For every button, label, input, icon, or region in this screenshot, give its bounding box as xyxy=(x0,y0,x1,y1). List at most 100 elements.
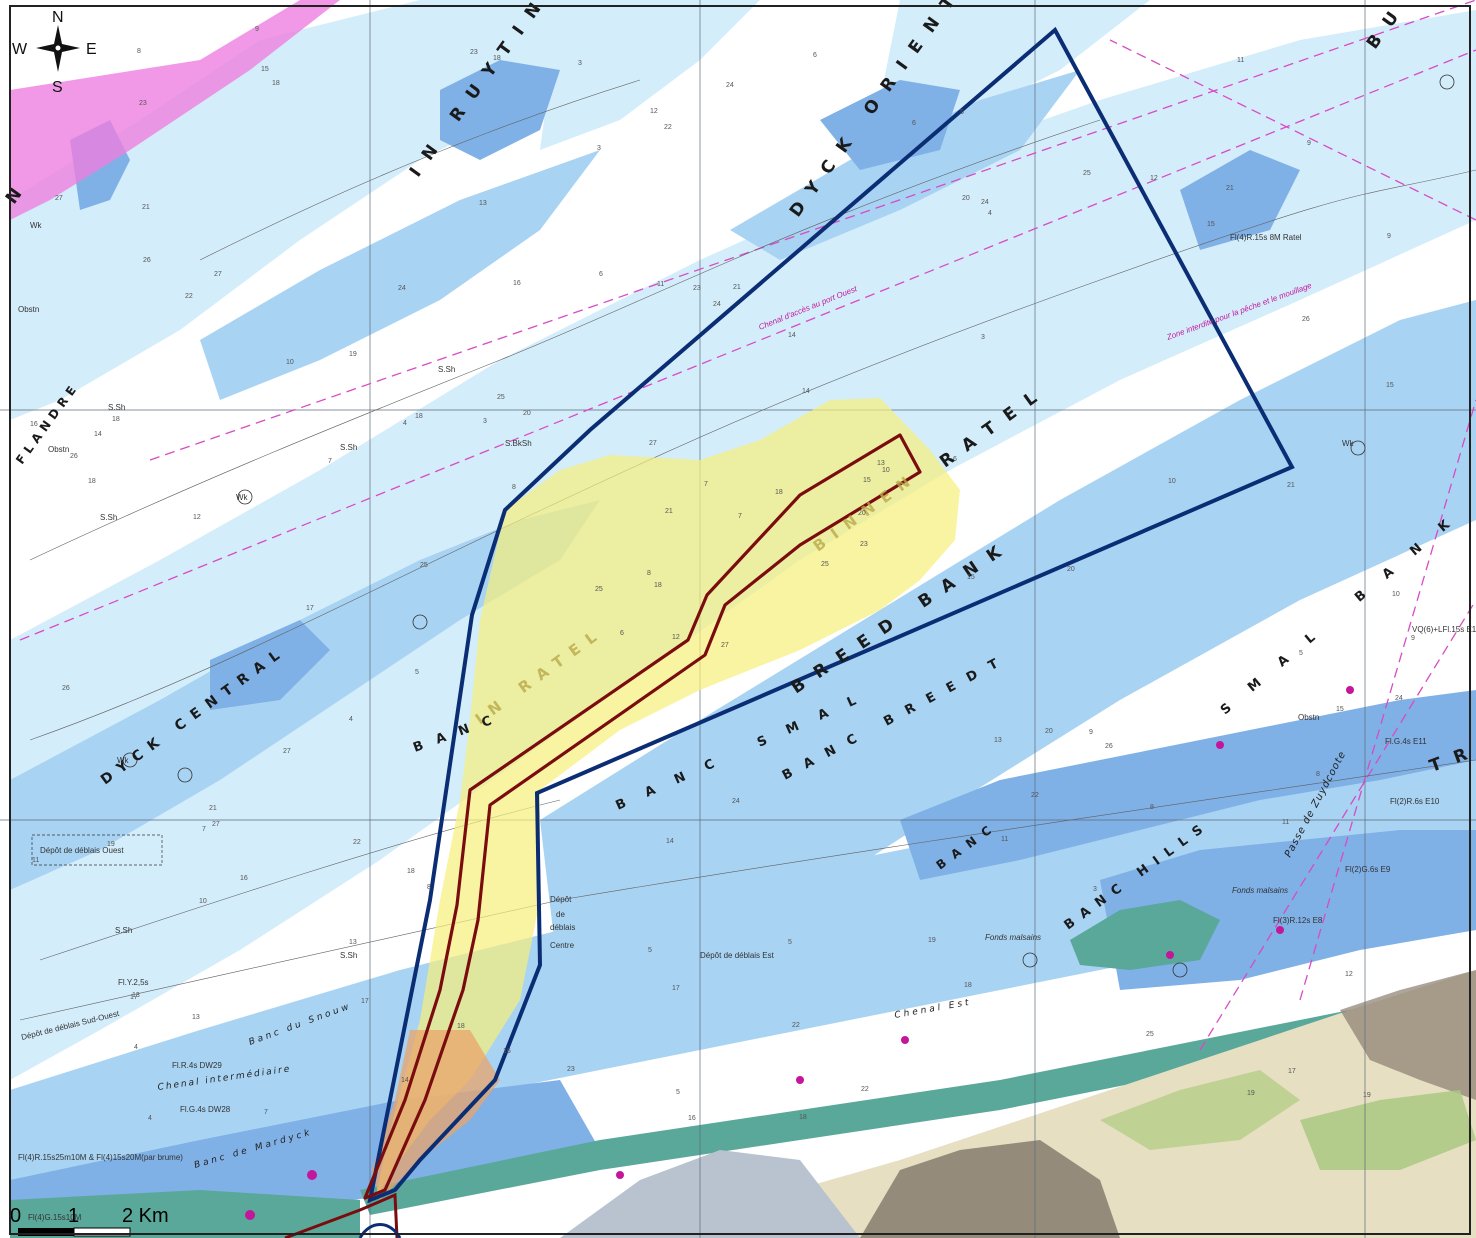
depth-sounding: 20 xyxy=(962,195,970,202)
depth-sounding: 24 xyxy=(713,301,721,308)
compass-west: W xyxy=(12,41,28,58)
compass-center-icon xyxy=(54,44,62,52)
note-fl-r-ratel: Fl(4)R.15s 8M Ratel xyxy=(1230,233,1302,242)
depth-sounding: 24 xyxy=(398,285,406,292)
buoy-markers xyxy=(245,686,1354,1220)
restricted-area-magenta xyxy=(10,0,340,220)
depth-sounding: 24 xyxy=(1395,695,1403,702)
depth-sounding: 6 xyxy=(953,456,957,463)
depth-sounding: 18 xyxy=(407,868,415,875)
note-depot-centre-1: Dépôt xyxy=(550,895,572,904)
depth-sounding: 18 xyxy=(272,80,280,87)
depth-sounding: 6 xyxy=(599,271,603,278)
note-obstn-3: Obstn xyxy=(1298,713,1319,722)
depth-sounding: 18 xyxy=(415,413,423,420)
depth-sounding: 13 xyxy=(877,460,885,467)
note-fonds-malsains-2: Fonds malsains xyxy=(1232,886,1288,895)
depth-sounding: 12 xyxy=(672,634,680,641)
depth-sounding: 15 xyxy=(863,477,871,484)
depth-sounding: 7 xyxy=(328,458,332,465)
depth-sounding: 17 xyxy=(361,998,369,1005)
depth-sounding: 17 xyxy=(1288,1068,1296,1075)
note-ssh-2: S.Sh xyxy=(438,365,455,374)
port-outline xyxy=(284,1192,399,1238)
depth-sounding: 3 xyxy=(981,334,985,341)
note-light-bottom: Fl(4)R.15s25m10M & Fl(4)15s20M(par brume… xyxy=(18,1153,183,1162)
depth-sounding: 24 xyxy=(726,82,734,89)
note-flg4s: Fl.G.4s E11 xyxy=(1385,737,1427,746)
depth-sounding: 4 xyxy=(148,1115,152,1122)
note-fly25s: Fl.Y.2,5s xyxy=(118,978,149,987)
note-light-bottom-2: Fl(4)G.15s10M xyxy=(28,1213,82,1222)
compass-south: S xyxy=(52,79,63,96)
compass-east: E xyxy=(86,41,97,58)
depth-sounding: 10 xyxy=(882,467,890,474)
depth-sounding: 3 xyxy=(578,60,582,67)
depth-sounding: 23 xyxy=(139,100,147,107)
depth-sounding: 5 xyxy=(788,939,792,946)
depth-sounding: 3 xyxy=(597,145,601,152)
depth-sounding: 18 xyxy=(775,489,783,496)
depth-sounding: 20 xyxy=(858,510,866,517)
depth-sounding: 9 xyxy=(1307,140,1311,147)
depth-sounding: 16 xyxy=(30,421,38,428)
depth-sounding: 12 xyxy=(1150,175,1158,182)
drying-area xyxy=(10,900,1476,1238)
depth-sounding: 16 xyxy=(503,1048,511,1055)
depth-sounding: 13 xyxy=(994,737,1002,744)
note-fl2r6s: Fl(2)R.6s E10 xyxy=(1390,797,1440,806)
depth-sounding: 21 xyxy=(1226,185,1234,192)
note-depot-centre-4: Centre xyxy=(550,941,575,950)
depth-sounding: 15 xyxy=(261,66,269,73)
depth-sounding: 7 xyxy=(704,481,708,488)
depth-sounding: 18 xyxy=(799,1114,807,1121)
depth-sounding: 22 xyxy=(792,1022,800,1029)
depth-sounding: 8 xyxy=(512,484,516,491)
depth-sounding: 22 xyxy=(353,839,361,846)
depth-sounding: 8 xyxy=(1316,771,1320,778)
depth-soundings: 2722181315852124251819129637111416204172… xyxy=(30,26,1415,1122)
depth-sounding: 8 xyxy=(1150,804,1154,811)
note-depot-centre-2: de xyxy=(556,910,565,919)
map-frame xyxy=(9,5,1471,1235)
project-highlight-zone xyxy=(375,398,960,1200)
note-ssh-5: S.Sh xyxy=(115,926,132,935)
depth-sounding: 6 xyxy=(912,120,916,127)
depth-sounding: 20 xyxy=(1067,566,1075,573)
note-obstn-1: Obstn xyxy=(18,305,39,314)
depth-sounding: 18 xyxy=(88,478,96,485)
depth-sounding: 18 xyxy=(112,416,120,423)
depth-sounding: 26 xyxy=(1302,316,1310,323)
study-zone-outline xyxy=(367,26,1295,1204)
scale-label-start: 0 xyxy=(10,1205,21,1227)
depth-sounding: 6 xyxy=(620,630,624,637)
note-depot-ouest: Dépôt de déblais Ouest xyxy=(40,846,124,855)
depth-sounding: 4 xyxy=(988,210,992,217)
note-vq: VQ(6)+LFl.15s E12 xyxy=(1412,625,1476,634)
depth-sounding: 19 xyxy=(107,841,115,848)
depth-sounding: 15 xyxy=(1336,706,1344,713)
project-highlight-zone-orange xyxy=(372,1030,500,1200)
depth-sounding: 14 xyxy=(802,388,810,395)
depth-sounding: 21 xyxy=(733,284,741,291)
depth-sounding: 26 xyxy=(1105,743,1113,750)
depth-sounding: 4 xyxy=(134,1044,138,1051)
note-depot-est: Dépôt de déblais Est xyxy=(700,951,775,960)
depth-sounding: 23 xyxy=(860,541,868,548)
scale-bar-light xyxy=(73,1227,131,1237)
note-flr4s: Fl.R.4s DW29 xyxy=(172,1061,222,1070)
depth-area-mid-blue xyxy=(10,70,1476,1210)
note-ssh-1: S.Sh xyxy=(108,403,125,412)
note-flg4s-b: Fl.G.4s DW28 xyxy=(180,1105,231,1114)
depth-sounding: 10 xyxy=(1168,478,1176,485)
note-obstn-2: Obstn xyxy=(48,445,69,454)
depth-sounding: 25 xyxy=(1146,1031,1154,1038)
depth-sounding: 17 xyxy=(672,985,680,992)
depth-sounding: 25 xyxy=(497,394,505,401)
depth-sounding: 23 xyxy=(693,285,701,292)
depth-sounding: 11 xyxy=(657,281,664,288)
scale-bar-dark xyxy=(18,1228,74,1236)
note-sbksh: S.BkSh xyxy=(505,439,532,448)
depth-sounding: 3 xyxy=(1093,886,1097,893)
note-wk-2: Wk xyxy=(236,493,249,502)
